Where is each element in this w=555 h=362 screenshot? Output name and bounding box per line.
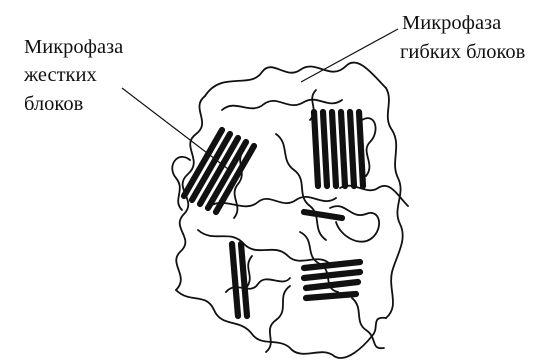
flexible-label-line-2: гибких блоков bbox=[400, 41, 525, 63]
rigid-block-stack-center bbox=[304, 212, 342, 218]
rigid-block-stack-bottom-right bbox=[304, 262, 360, 298]
rigid-label-line-1: Микрофаза bbox=[24, 36, 123, 58]
rigid-block bbox=[241, 244, 247, 316]
rigid-block-stack-top-right bbox=[314, 112, 363, 186]
rigid-block bbox=[232, 244, 238, 316]
rigid-block-stack-bottom-left bbox=[232, 244, 247, 316]
rigid-block bbox=[332, 112, 336, 186]
rigid-label-line-2: жестких bbox=[23, 64, 97, 86]
rigid-block bbox=[304, 272, 360, 278]
rigid-block-microphase-label: Микрофаза жестких блоков bbox=[23, 36, 123, 115]
flexible-chain bbox=[372, 318, 386, 336]
rigid-block bbox=[341, 112, 345, 186]
flexible-block-microphase-label: Микрофаза гибких блоков bbox=[400, 12, 525, 63]
rigid-block bbox=[350, 112, 354, 186]
rigid-block bbox=[304, 212, 342, 218]
rigid-block bbox=[306, 294, 356, 298]
flexible-chain bbox=[205, 63, 386, 96]
rigid-block bbox=[306, 282, 358, 288]
rigid-label-line-3: блоков bbox=[24, 93, 83, 115]
flexible-label-line-1: Микрофаза bbox=[402, 12, 501, 34]
flexible-chain bbox=[176, 96, 205, 290]
flexible-chain bbox=[386, 88, 403, 318]
flexible-label-leader-line bbox=[301, 29, 398, 82]
rigid-block bbox=[314, 112, 318, 186]
rigid-block-stack-left bbox=[184, 130, 254, 212]
flexible-chain bbox=[176, 290, 372, 358]
flexible-chain bbox=[330, 206, 379, 242]
rigid-block bbox=[323, 112, 327, 186]
rigid-block bbox=[359, 112, 363, 186]
rigid-block bbox=[304, 262, 360, 268]
flexible-chain bbox=[210, 197, 336, 206]
flexible-chain bbox=[222, 100, 342, 110]
